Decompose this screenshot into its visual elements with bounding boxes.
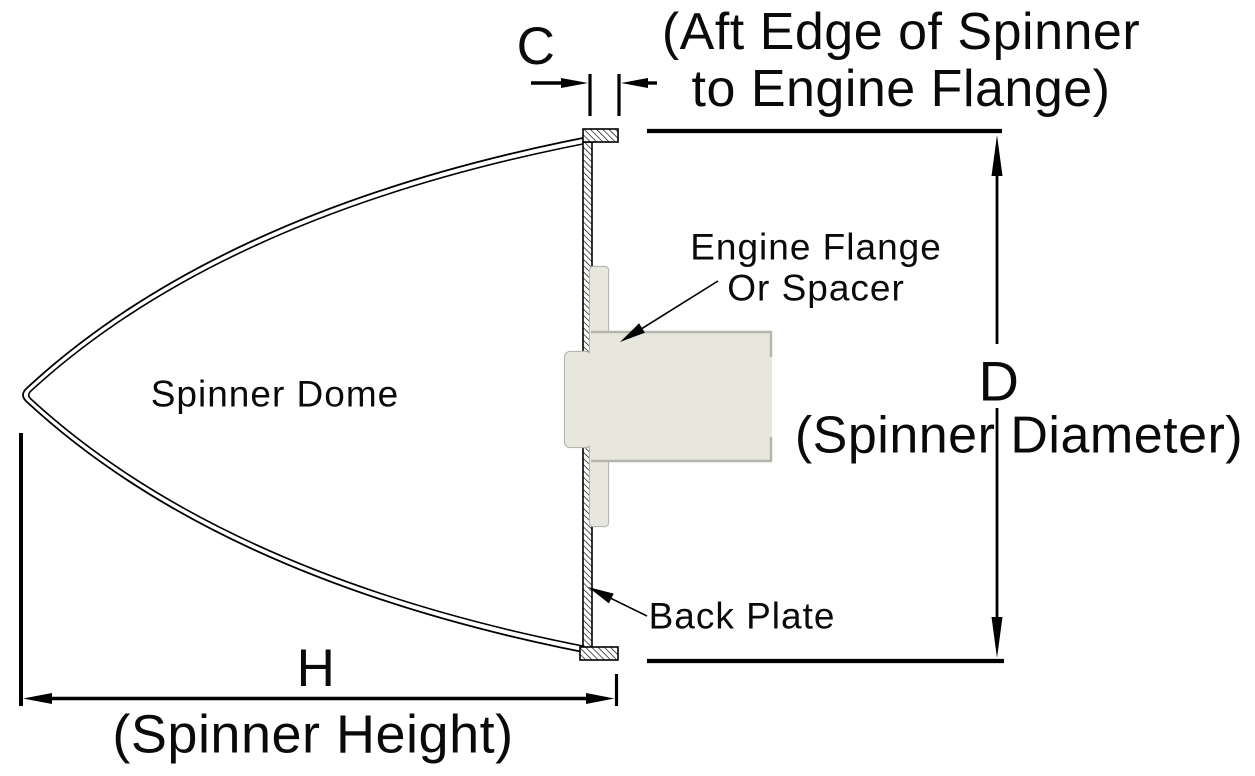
spinner-dome-shell <box>22 130 618 660</box>
dim-c-letter: C <box>516 16 556 76</box>
back-plate-label: Back Plate <box>648 595 836 637</box>
engine-flange-cylinder-border-bottom <box>591 437 773 463</box>
engine-flange-label: Engine Flange Or Spacer <box>690 227 942 310</box>
leader-engine-flange-line <box>629 280 719 337</box>
dimension-h <box>19 433 619 706</box>
spinner-dome-outer-line <box>22 130 618 660</box>
dim-h-arrow-right <box>586 693 615 704</box>
engine-flange-label-line2: Or Spacer <box>727 268 905 309</box>
dim-d-arrow-down <box>991 617 1003 658</box>
leader-back-plate-arrowhead <box>588 587 614 604</box>
dim-h-description: (Spinner Height) <box>112 704 514 765</box>
dim-d-description: (Spinner Diameter) <box>794 406 1244 465</box>
dim-c-arrow-left <box>561 78 588 88</box>
spinner-dome-label: Spinner Dome <box>150 373 400 415</box>
aft-edge-note: (Aft Edge of Spinner to Engine Flange) <box>661 2 1141 118</box>
engine-flange-boss-fill <box>565 352 591 447</box>
dim-c-arrow-right <box>621 78 648 88</box>
spinner-dome-inner-line <box>27 136 618 654</box>
dim-h-letter: H <box>296 638 336 698</box>
dim-h-arrow-left <box>23 693 52 704</box>
engine-flange-cylinder-border-top <box>591 330 773 357</box>
dimension-d <box>647 128 1004 664</box>
dimension-c <box>531 74 657 116</box>
aft-edge-note-line2: to Engine Flange) <box>691 60 1111 118</box>
dim-d-arrow-up <box>991 135 1003 176</box>
back-plate-top-lip <box>582 128 619 143</box>
engine-flange-cylinder <box>591 331 772 462</box>
engine-flange-shape <box>563 265 773 528</box>
dim-d-letter: D <box>978 349 1020 413</box>
leader-engine-flange <box>620 280 719 342</box>
engine-flange-label-line1: Engine Flange <box>690 226 942 268</box>
aft-edge-note-line1: (Aft Edge of Spinner <box>661 2 1141 61</box>
leader-engine-flange-arrowhead <box>620 323 645 342</box>
leader-back-plate <box>588 587 648 617</box>
back-plate-bottom-lip <box>579 646 619 661</box>
